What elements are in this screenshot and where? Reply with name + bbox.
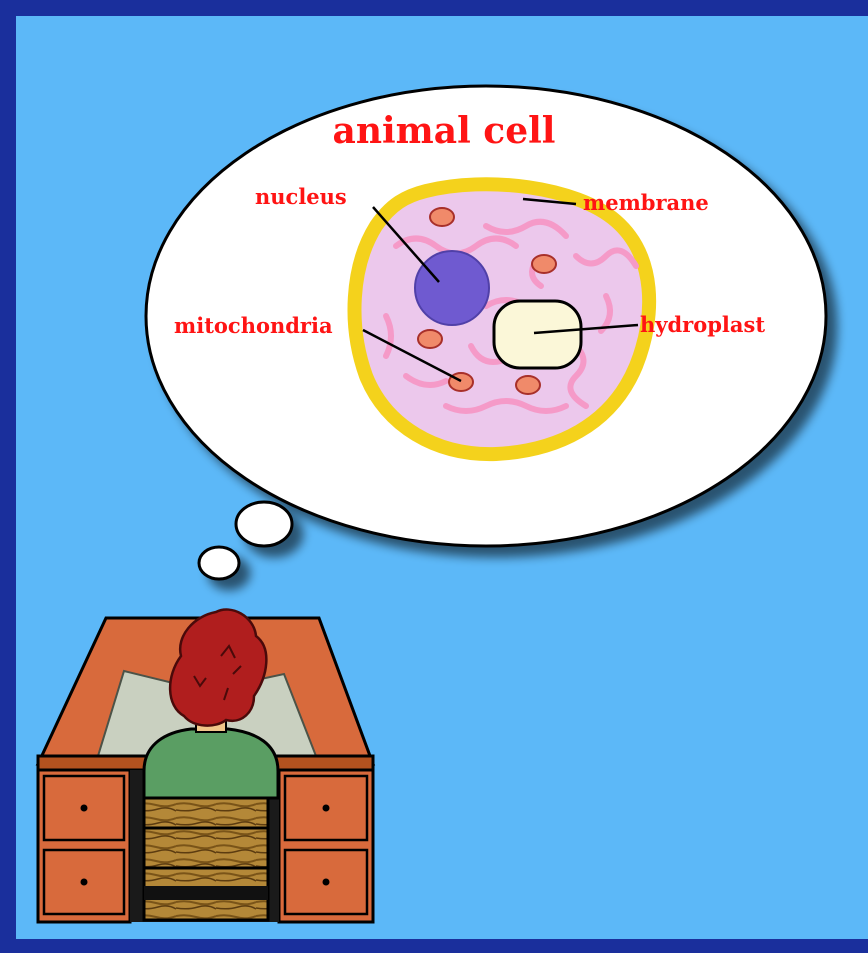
mitochondrion [418,330,442,348]
illustration: animal cell nucleus membrane mitochondri… [16,16,868,939]
drawer-knob [323,879,330,886]
drawer-knob [81,879,88,886]
slide-panel: animal cell nucleus membrane mitochondri… [16,16,868,939]
student-at-desk [38,609,373,922]
student-shirt [144,729,278,798]
label-hydroplast: hydroplast [640,312,765,337]
label-nucleus: nucleus [255,184,347,209]
thought-dot-small [199,547,239,579]
nucleus [415,251,489,325]
mitochondrion [532,255,556,273]
desk-left-pedestal [38,770,130,922]
hydroplast [494,301,581,368]
drawer-knob [323,805,330,812]
label-mitochondria: mitochondria [174,313,333,338]
thought-dot-large [236,502,292,546]
label-membrane: membrane [583,190,709,215]
diagram-title: animal cell [333,110,556,152]
desk-right-pedestal [279,770,373,922]
drawer-knob [81,805,88,812]
mitochondrion [430,208,454,226]
chair [144,786,268,920]
mitochondrion [516,376,540,394]
